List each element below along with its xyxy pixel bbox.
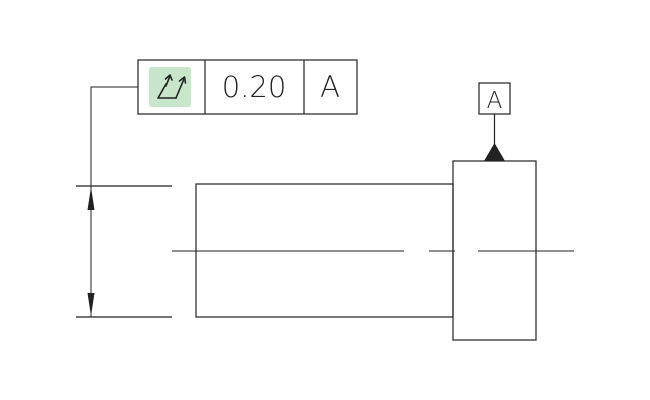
datum-triangle (484, 143, 505, 161)
fcf-tolerance-value: 0.20 (222, 70, 287, 104)
feature-control-frame: 0.20 A (137, 59, 358, 115)
total-runout-icon (157, 74, 187, 99)
dimension-line (87, 186, 95, 317)
dimension-arrow-top (87, 187, 95, 210)
datum-label-box (478, 82, 511, 115)
datum-feature-symbol: A (478, 82, 511, 161)
part-shaft (195, 183, 454, 318)
dimension-arrow-bottom (87, 293, 95, 316)
fcf-leader-line (90, 86, 138, 186)
part-shoulder (452, 160, 537, 341)
datum-label: A (487, 88, 503, 114)
fcf-datum-reference: A (320, 70, 340, 104)
fcf-symbol-highlight (149, 67, 191, 107)
